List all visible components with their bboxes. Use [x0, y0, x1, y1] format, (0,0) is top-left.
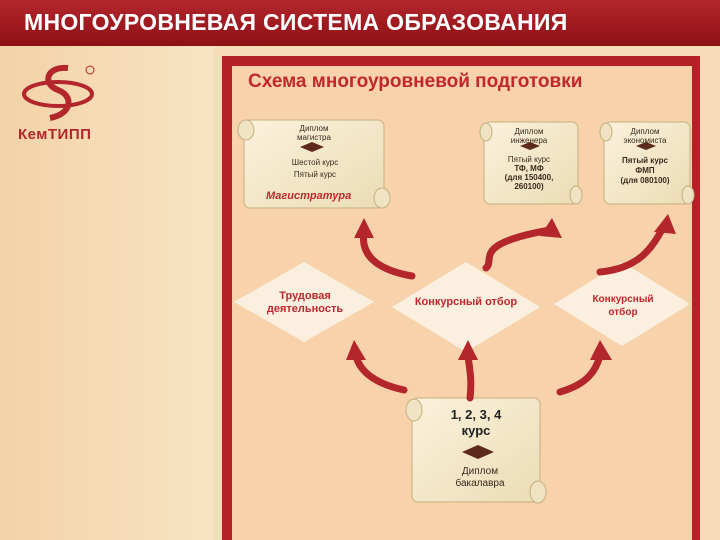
diagram-title: Схема многоуровневой подготовки [248, 71, 583, 92]
page-title: МНОГОУРОВНЕВАЯ СИСТЕМА ОБРАЗОВАНИЯ [24, 9, 568, 35]
master-course6: Шестой курс [291, 158, 339, 167]
engineer-course: Пятый курс [507, 155, 551, 164]
diamond-contest-1 [392, 262, 540, 352]
master-course5: Пятый курс [293, 170, 337, 179]
scroll-engineer [479, 121, 583, 205]
scroll-bachelor [405, 397, 547, 504]
arrow-to-contest-2 [556, 352, 604, 396]
arrowhead-icon [346, 340, 366, 360]
master-label: Магистратура [266, 190, 352, 202]
engineer-spec: (для 150400, 260100) [504, 173, 554, 191]
logo-icon [22, 64, 95, 121]
economist-spec: (для 080100) [620, 176, 670, 185]
economist-diploma: Диплом экономиста [623, 127, 667, 145]
graduation-cap-icon [462, 445, 494, 459]
arrowhead-icon [540, 218, 562, 238]
contest-1-label: Конкурсный отбор [414, 296, 518, 308]
scroll-economist [599, 121, 695, 205]
arrow-to-engineer [482, 226, 554, 272]
arrow-to-work [352, 352, 408, 394]
header-bar: МНОГОУРОВНЕВАЯ СИСТЕМА ОБРАЗОВАНИЯ [0, 0, 720, 46]
contest-2-label: Конкурсный отбор [592, 294, 654, 318]
sidebar [0, 46, 214, 540]
bachelor-courses: 1, 2, 3, 4 курс [450, 407, 502, 438]
engineer-faculty: ТФ, МФ [514, 164, 544, 173]
logo-text: КемТИПП [18, 126, 92, 143]
diamond-contest-2 [554, 262, 690, 346]
graduation-cap-icon [300, 142, 324, 152]
scroll-master [237, 119, 391, 209]
arrow-to-master [359, 228, 416, 280]
economist-course: Пятый курс [622, 156, 668, 165]
diamond-work [234, 262, 374, 342]
master-diploma: Диплом магистра [297, 124, 331, 142]
arrowhead-icon [654, 214, 676, 234]
bachelor-diploma: Диплом бакалавра [455, 466, 505, 489]
graduation-cap-icon [520, 142, 540, 150]
work-label: Трудовая деятельность [266, 290, 344, 315]
arrow-to-contest-1 [464, 352, 475, 402]
arrow-to-economist [596, 222, 668, 276]
arrowhead-icon [354, 218, 374, 238]
engineer-diploma: Диплом инженера [510, 127, 548, 145]
arrowhead-icon [458, 340, 478, 360]
arrowhead-icon [590, 340, 612, 360]
economist-faculty: ФМП [635, 166, 655, 175]
graduation-cap-icon [636, 142, 656, 150]
